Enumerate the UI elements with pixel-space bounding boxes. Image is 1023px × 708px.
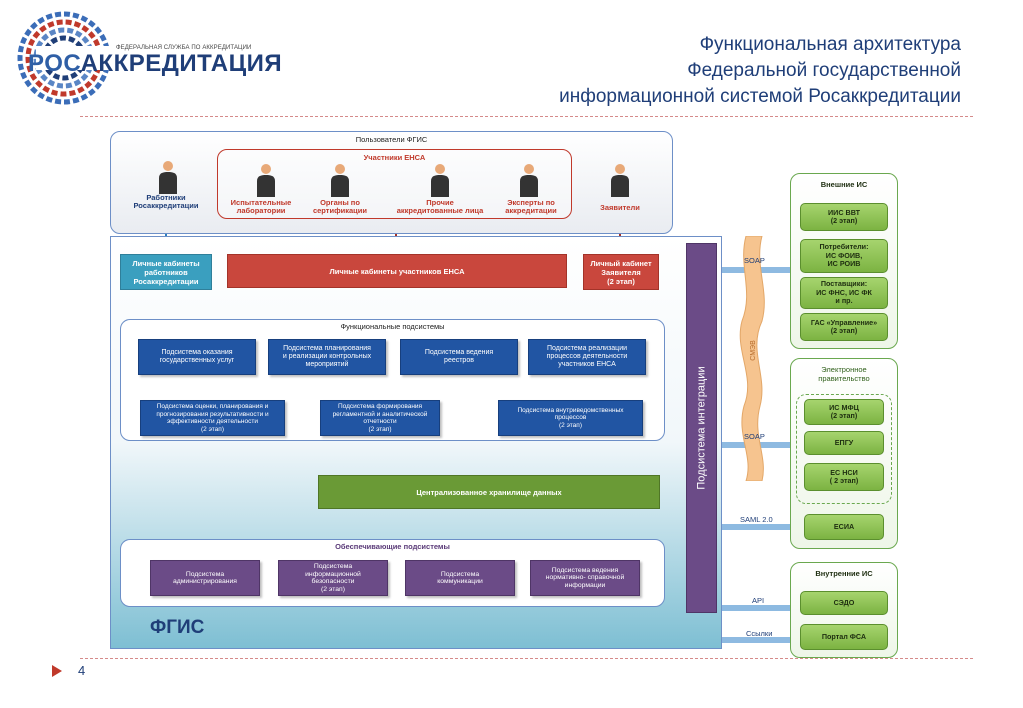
page-number: 4 <box>78 663 86 678</box>
external-gas-upravlenie: ГАС «Управление»(2 этап) <box>800 313 888 341</box>
footer-divider <box>80 658 973 659</box>
external-iis-vvt: ИИС ВВТ(2 этап) <box>800 203 888 231</box>
logo-prefix: РОС <box>28 50 81 77</box>
page-title: Функциональная архитектура Федеральной г… <box>559 32 961 110</box>
logo-main: АККРЕДИТАЦИЯ <box>80 50 283 77</box>
support-panel-title: Обеспечивающие подсистемы <box>335 542 450 551</box>
egov-esia: ЕСИА <box>804 514 884 540</box>
protocol-soap-external: SOAP <box>744 256 765 265</box>
integration-subsystem-label: Подсистема интеграции <box>695 366 708 490</box>
protocol-api: API <box>752 596 765 605</box>
fgis-label: ФГИС <box>150 617 205 638</box>
page-marker-icon <box>52 665 62 677</box>
central-data-storage: Централизованное хранилище данных <box>318 475 660 509</box>
rosakkreditatsiya-logo-icon <box>17 11 116 105</box>
functional-panel-title: Функциональные подсистемы <box>340 322 445 331</box>
protocol-soap-egov: SOAP <box>744 432 765 441</box>
user-icon <box>331 164 349 197</box>
user-icon <box>431 164 449 197</box>
external-consumers: Потребители:ИС ФОИВ,ИС РОИВ <box>800 239 888 273</box>
internal-is-title: Внутренние ИС <box>815 569 873 578</box>
smev-bus-icon <box>739 236 765 481</box>
logo-wordmark: РОСАККРЕДИТАЦИЯ <box>28 50 282 78</box>
user-icon <box>611 164 629 197</box>
fgis-users-panel: Пользователи ФГИС <box>110 131 673 234</box>
title-line-3: информационной системой Росаккредитации <box>559 86 961 107</box>
protocol-saml: SAML 2.0 <box>740 515 773 524</box>
logo-subtitle: ФЕДЕРАЛЬНАЯ СЛУЖБА ПО АККРЕДИТАЦИИ <box>116 45 252 51</box>
cabinet-ensa: Личные кабинеты участников ЕНСА <box>227 254 567 288</box>
user-applicants: Заявители <box>600 203 640 212</box>
smev-label: СМЭВ <box>749 339 757 361</box>
internal-portal-fsa: Портал ФСА <box>800 624 888 650</box>
egov-es-nsi: ЕС НСИ( 2 этап) <box>804 463 884 491</box>
internal-sedo: СЭДО <box>800 591 888 615</box>
user-icon <box>257 164 275 197</box>
egov-smev-services-boundary <box>796 394 892 504</box>
ensa-panel-title: Участники ЕНСА <box>363 153 426 162</box>
ensa-participants-panel: Участники ЕНСА <box>217 149 572 219</box>
users-panel-title: Пользователи ФГИС <box>355 135 428 144</box>
user-icon <box>520 164 538 197</box>
header-divider <box>80 116 973 117</box>
user-icon <box>159 161 177 194</box>
external-is-title: Внешние ИС <box>820 180 868 189</box>
protocol-links: Ссылки <box>746 629 773 638</box>
title-line-2: Федеральной государственной <box>687 60 961 81</box>
egov-is-mfc: ИС МФЦ(2 этап) <box>804 399 884 425</box>
egov-epgu: ЕПГУ <box>804 431 884 455</box>
integration-subsystem <box>686 243 717 613</box>
title-line-1: Функциональная архитектура <box>699 34 961 55</box>
